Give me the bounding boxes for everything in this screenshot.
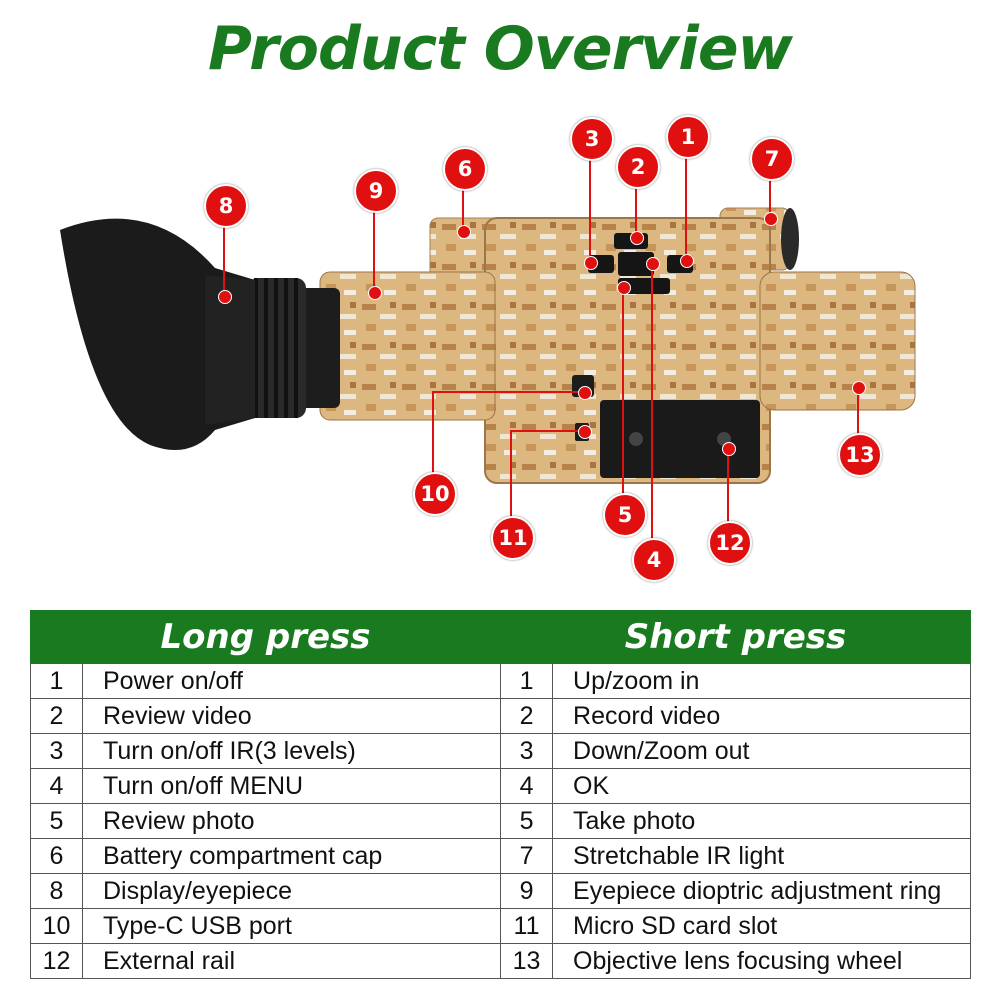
long-press-number: 2 [30, 698, 83, 734]
long-press-header: Long press [29, 610, 502, 664]
marker-6-pointer [457, 225, 471, 239]
short-press-number: 11 [500, 908, 554, 944]
long-press-function: Battery compartment cap [81, 838, 502, 874]
product-illustration: 1 2 3 4 5 6 7 8 9 10 11 12 13 [0, 100, 1000, 600]
long-press-number: 1 [30, 663, 83, 699]
short-press-number: 5 [500, 803, 554, 839]
long-press-number: 6 [30, 838, 83, 874]
long-press-function: Display/eyepiece [81, 873, 502, 909]
marker-9-pointer [368, 286, 382, 300]
marker-4: 4 [632, 538, 676, 582]
marker-5: 5 [603, 493, 647, 537]
marker-13-pointer [852, 381, 866, 395]
short-press-number: 3 [500, 733, 554, 769]
short-press-number: 13 [500, 943, 554, 979]
marker-1-pointer [680, 254, 694, 268]
marker-8-pointer [218, 290, 232, 304]
marker-13: 13 [838, 433, 882, 477]
short-press-function: Take photo [552, 803, 972, 839]
marker-9: 9 [354, 169, 398, 213]
short-press-number: 2 [500, 698, 554, 734]
short-press-number: 9 [500, 873, 554, 909]
long-press-function: Turn on/off IR(3 levels) [81, 733, 502, 769]
short-press-number: 1 [500, 663, 554, 699]
marker-11-pointer [578, 425, 592, 439]
marker-2: 2 [616, 145, 660, 189]
long-press-number: 8 [30, 873, 83, 909]
long-press-number: 12 [30, 943, 83, 979]
long-press-function: Power on/off [81, 663, 502, 699]
marker-10-pointer [578, 386, 592, 400]
marker-8: 8 [204, 184, 248, 228]
short-press-number: 4 [500, 768, 554, 804]
marker-5-pointer [617, 281, 631, 295]
marker-4-pointer [646, 257, 660, 271]
night-vision-device-drawing [60, 155, 916, 538]
short-press-header: Short press [500, 610, 972, 664]
marker-3: 3 [570, 117, 614, 161]
long-press-number: 4 [30, 768, 83, 804]
marker-7-pointer [764, 212, 778, 226]
marker-2-pointer [630, 231, 644, 245]
short-press-function: Up/zoom in [552, 663, 972, 699]
short-press-function: OK [552, 768, 972, 804]
long-press-function: Type-C USB port [81, 908, 502, 944]
marker-7: 7 [750, 137, 794, 181]
short-press-function: Stretchable IR light [552, 838, 972, 874]
page-title: Product Overview [208, 14, 793, 84]
marker-11: 11 [491, 516, 535, 560]
short-press-function: Eyepiece dioptric adjustment ring [552, 873, 972, 909]
long-press-function: External rail [81, 943, 502, 979]
short-press-function: Objective lens focusing wheel [552, 943, 972, 979]
table-header-row: Long press Short press [29, 610, 972, 664]
long-press-function: Review video [81, 698, 502, 734]
short-press-function: Down/Zoom out [552, 733, 972, 769]
long-press-function: Review photo [81, 803, 502, 839]
marker-3-pointer [584, 256, 598, 270]
short-press-function: Micro SD card slot [552, 908, 972, 944]
long-press-number: 5 [30, 803, 83, 839]
marker-6: 6 [443, 147, 487, 191]
marker-12-pointer [722, 442, 736, 456]
long-press-number: 10 [30, 908, 83, 944]
long-press-number: 3 [30, 733, 83, 769]
short-press-function: Record video [552, 698, 972, 734]
marker-12: 12 [708, 521, 752, 565]
marker-1: 1 [666, 115, 710, 159]
long-press-function: Turn on/off MENU [81, 768, 502, 804]
short-press-number: 7 [500, 838, 554, 874]
marker-10: 10 [413, 472, 457, 516]
